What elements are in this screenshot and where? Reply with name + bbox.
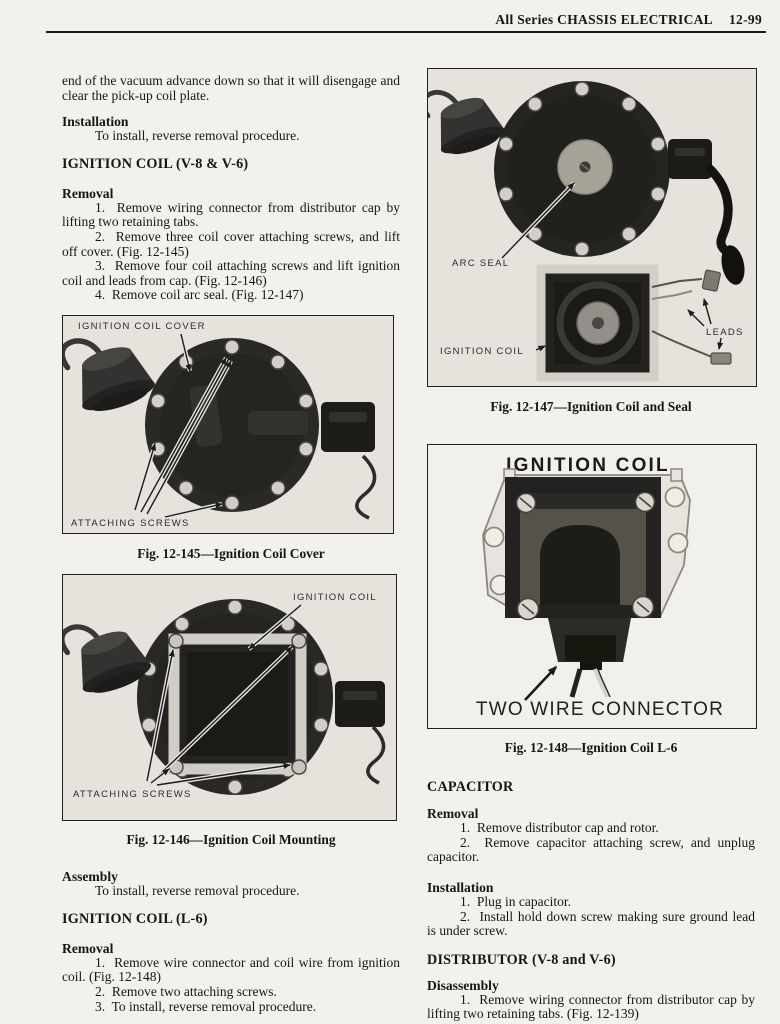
arc-seal bbox=[557, 139, 613, 195]
disassembly-heading: Disassembly bbox=[427, 977, 499, 993]
arrow-to-coil bbox=[535, 345, 546, 352]
fig146-caption: Fig. 12-146—Ignition Coil Mounting bbox=[126, 832, 336, 848]
assembly-text: To install, reverse removal procedure. bbox=[95, 883, 300, 899]
wiring-connector bbox=[321, 401, 377, 520]
removal-v8-heading: Removal bbox=[62, 185, 114, 201]
assembly-heading: Assembly bbox=[62, 869, 118, 885]
arrow-to-connector bbox=[524, 665, 558, 701]
coil-body bbox=[505, 476, 661, 620]
leads-label: LEADS bbox=[706, 327, 744, 338]
vacuum-advance bbox=[63, 338, 155, 411]
capacitor-removal-heading: Removal bbox=[427, 806, 479, 822]
fig145-caption: Fig. 12-145—Ignition Coil Cover bbox=[137, 545, 325, 561]
vacuum-advance bbox=[63, 623, 151, 693]
lead-connector-upper bbox=[701, 269, 721, 292]
lead-wires bbox=[651, 269, 732, 365]
fig148-caption: Fig. 12-148—Ignition Coil L-6 bbox=[504, 740, 678, 756]
header-section-title: All Series CHASSIS ELECTRICAL bbox=[495, 12, 713, 27]
figure-148: IGNITION COIL bbox=[427, 443, 757, 729]
fig148-title: IGNITION COIL bbox=[506, 455, 670, 476]
two-wire-connector bbox=[548, 617, 631, 698]
arrows-to-screws bbox=[132, 356, 233, 519]
installation-heading: Installation bbox=[62, 114, 129, 130]
ignition-coil-label: IGNITION COIL bbox=[293, 592, 377, 603]
capacitor-heading: CAPACITOR bbox=[427, 779, 514, 796]
removal-v8-step-1: 1. Remove wiring connector from distribu… bbox=[62, 199, 400, 230]
ignition-coil bbox=[536, 264, 659, 382]
fig146-photo: IGNITION COIL ATTACHING SCREWS bbox=[63, 574, 396, 820]
left-column: end of the vacuum advance down so that i… bbox=[62, 73, 400, 1014]
removal-l6-heading: Removal bbox=[62, 940, 114, 956]
capacitor-removal-step-2: 2. Remove capacitor attaching screw, and… bbox=[427, 834, 755, 865]
lead-connector-lower bbox=[710, 352, 732, 365]
arc-seal-label: ARC SEAL bbox=[452, 258, 509, 269]
arrow-to-coil bbox=[247, 602, 303, 651]
removal-v8-step-2: 2. Remove three coil cover attaching scr… bbox=[62, 228, 400, 259]
attaching-screws-label: ATTACHING SCREWS bbox=[73, 789, 192, 800]
cap-screw-towers bbox=[498, 81, 666, 257]
arrows-to-leads bbox=[687, 298, 724, 350]
fig145-photo: IGNITION COIL COVER ATTACHING SCREWS bbox=[63, 315, 393, 533]
distributor-heading: DISTRIBUTOR (V-8 and V-6) bbox=[427, 951, 616, 968]
fig147-photo: ARC SEAL IGNITION COIL LEADS bbox=[428, 69, 756, 386]
capacitor-installation-heading: Installation bbox=[427, 879, 494, 895]
ignition-coil-label: IGNITION COIL bbox=[440, 346, 524, 357]
removal-l6-step-3: 3. To install, reverse removal procedure… bbox=[95, 998, 317, 1014]
capacitor-installation-step-2: 2. Install hold down screw making sure g… bbox=[427, 908, 755, 939]
right-column: ARC SEAL IGNITION COIL LEADS Fig. 12-147… bbox=[427, 68, 757, 1022]
removal-v8-step-4: 4. Remove coil arc seal. (Fig. 12-147) bbox=[95, 287, 304, 303]
capacitor-installation-step-1: 1. Plug in capacitor. bbox=[460, 893, 571, 909]
removal-l6-step-1: 1. Remove wire connector and coil wire f… bbox=[62, 954, 400, 985]
wiring-connector-cable bbox=[668, 139, 745, 285]
attaching-screws-label: ATTACHING SCREWS bbox=[71, 518, 190, 529]
disassembly-step-1: 1. Remove wiring connector from distribu… bbox=[427, 991, 755, 1022]
fig147-caption: Fig. 12-147—Ignition Coil and Seal bbox=[490, 398, 692, 414]
header-rule bbox=[46, 31, 766, 34]
removal-v8-step-3: 3. Remove four coil attaching screws and… bbox=[62, 258, 400, 288]
ignition-coil-cover-label: IGNITION COIL COVER bbox=[78, 321, 206, 332]
installation-text: To install, reverse removal procedure. bbox=[95, 128, 300, 144]
figure-146: IGNITION COIL ATTACHING SCREWS bbox=[62, 573, 397, 821]
intro-paragraph: end of the vacuum advance down so that i… bbox=[62, 73, 400, 103]
distributor-cap bbox=[494, 81, 670, 257]
ignition-coil-l6-heading: IGNITION COIL (L-6) bbox=[62, 910, 208, 927]
vacuum-advance bbox=[428, 89, 505, 155]
figure-145: IGNITION COIL COVER ATTACHING SCREWS bbox=[62, 314, 394, 534]
distributor-cap bbox=[145, 337, 319, 512]
wiring-connector bbox=[335, 680, 386, 785]
two-wire-connector-label: TWO WIRE CONNECTOR bbox=[476, 699, 724, 720]
ignition-coil-v8-heading: IGNITION COIL (V-8 & V-6) bbox=[62, 155, 249, 172]
arrows-to-screws bbox=[144, 645, 294, 787]
arrow-to-arc-seal bbox=[500, 181, 576, 260]
arrow-to-cover bbox=[178, 333, 193, 372]
fig148-illustration: IGNITION COIL bbox=[428, 444, 756, 728]
page-header: All Series CHASSIS ELECTRICAL 12-99 bbox=[495, 12, 762, 28]
header-page-number: 12-99 bbox=[729, 12, 762, 27]
capacitor-removal-step-1: 1. Remove distributor cap and rotor. bbox=[460, 820, 659, 836]
figure-147: ARC SEAL IGNITION COIL LEADS bbox=[427, 68, 757, 387]
removal-l6-step-2: 2. Remove two attaching screws. bbox=[95, 983, 277, 999]
